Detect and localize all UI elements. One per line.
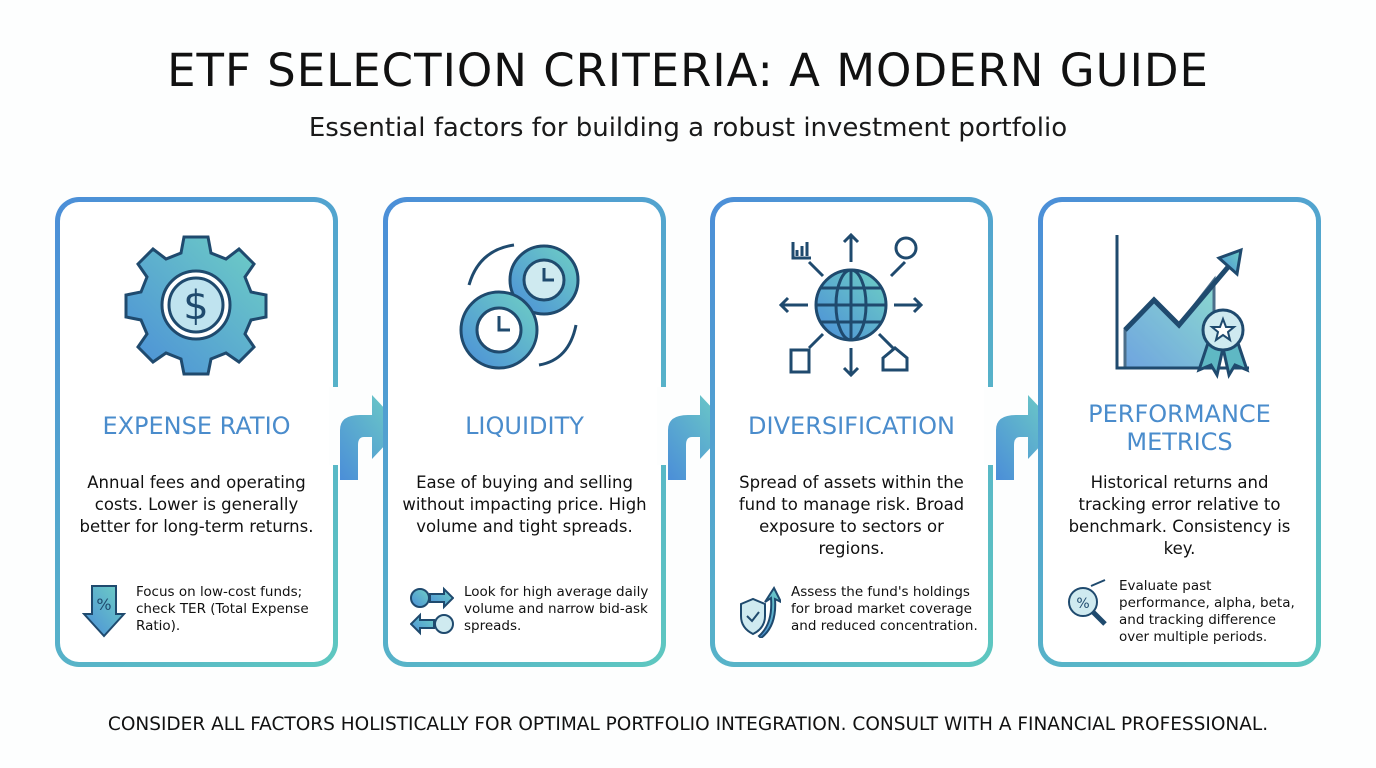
card-description: Historical returns and tracking error re… [1068,473,1291,558]
svg-text:%: % [96,595,111,614]
globe-arrows-icon [778,232,924,378]
page-subtitle: Essential factors for building a robust … [308,113,1068,143]
card-tip: Assess the fund's holdings for broad mar… [737,584,978,638]
page-title: ETF SELECTION CRITERIA: A MODERN GUIDE [167,44,1209,97]
flow-arrow-icon [340,395,402,480]
flow-arrow-icon [996,395,1058,480]
flow-arrow-icon [668,395,730,480]
card-title: PERFORMANCE METRICS [1088,400,1271,456]
card-title: EXPENSE RATIO [102,412,291,440]
svg-text:$: $ [183,283,208,329]
tip-text: Assess the fund's holdings for broad mar… [791,584,978,634]
footer-note: CONSIDER ALL FACTORS HOLISTICALLY FOR OP… [107,714,1269,735]
card-performance-metrics: PERFORMANCE METRICS Historical returns a… [1038,197,1321,667]
magnifier-percent-icon: % [1068,579,1107,626]
percent-down-arrow-icon: % [82,585,126,638]
gears-clock-icon [459,243,580,370]
card-description: Annual fees and operating costs. Lower i… [79,473,314,536]
tip-text: Look for high average daily volume and n… [464,584,649,634]
card-title: LIQUIDITY [465,412,584,440]
clock-exchange-arrows-icon [410,586,454,636]
card-tip: Look for high average daily volume and n… [410,584,651,638]
card-description: Spread of assets within the fund to mana… [738,473,965,558]
card-description: Ease of buying and selling without impac… [402,473,647,536]
card-diversification: DIVERSIFICATION Spread of assets within … [710,197,996,667]
tip-text: Evaluate past performance, alpha, beta, … [1119,578,1295,645]
svg-text:%: % [1076,596,1089,612]
card-expense-ratio: $ EXPENSE RATIO Annual fees and operatin… [55,197,341,667]
chart-ribbon-icon [1115,235,1250,379]
card-tip: % Evaluate past performance, alpha, beta… [1065,578,1306,646]
shield-arrow-icon [740,585,781,638]
card-tip: % Focus on low-cost funds; check TER (To… [82,584,323,638]
gear-dollar-icon: $ [124,235,268,376]
card-liquidity: LIQUIDITY Ease of buying and selling wit… [383,197,669,667]
tip-text: Focus on low-cost funds; check TER (Tota… [136,584,309,634]
card-title: DIVERSIFICATION [748,412,955,440]
